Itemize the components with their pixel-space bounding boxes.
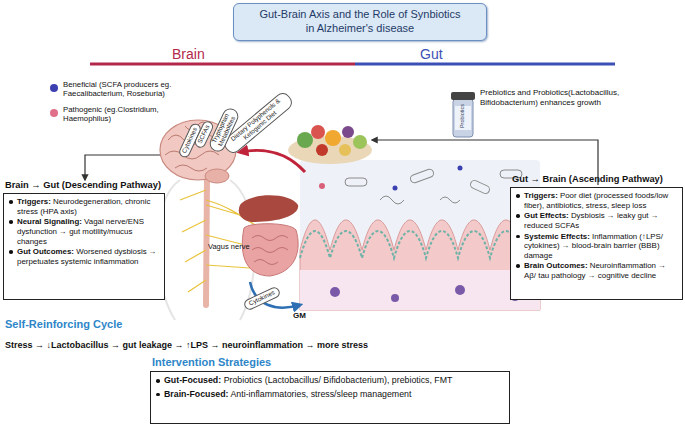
bullet-text: Neural Signaling: Vagal nerve/ENS dysfun…: [8, 217, 160, 246]
bottle-label: Probiotics: [459, 86, 465, 146]
bullet-text: Gut Effects: Dysbiosis → leaky gut → red…: [515, 211, 678, 230]
bullet-text: Brain-Focused: Anti-inflammatories, stre…: [155, 389, 505, 400]
food-drawing: [288, 125, 372, 164]
legend: Beneficial (SCFA producers eg. Faecaliba…: [50, 80, 200, 129]
pathway-box: Gut → Brain (Ascending Pathway)Triggers:…: [510, 187, 683, 300]
bullet-text: Gut-Focused: Probiotics (Lactobacillus/ …: [155, 375, 505, 386]
bullet-text: Brain Outcomes: Neuroinflammation → Aβ/ …: [515, 261, 678, 280]
box-heading: Gut → Brain (Ascending Pathway): [512, 174, 663, 185]
box-heading: Intervention Strategies: [152, 356, 271, 369]
title-box: Gut-Brain Axis and the Role of Synbiotic…: [233, 3, 487, 41]
bullet-text: Gut Outcomes: Worsened dysbiosis → perpe…: [8, 247, 160, 266]
gut-bar: [355, 63, 615, 66]
gut-lining: [300, 160, 540, 310]
note: Prebiotics and Probiotics(Lactobacillus,…: [480, 88, 642, 107]
nerve-label: Vagus nerve: [208, 242, 268, 251]
ascending-arrow: [240, 150, 305, 172]
legend-row: Pathogenic (eg.Clostridium, Haemophilus): [50, 105, 200, 124]
section-heading: Self-Reinforcing Cycle: [5, 318, 305, 330]
bullet-text: Triggers: Neurodegeneration, chronic str…: [8, 197, 160, 216]
pathway-box: Brain → Gut (Descending Pathway)Triggers…: [3, 193, 165, 300]
legend-text: Pathogenic (eg.Clostridium, Haemophilus): [63, 105, 159, 123]
legend-row: Beneficial (SCFA producers eg. Faecaliba…: [50, 80, 200, 99]
brain-bar: [90, 63, 355, 66]
legend-swatch: [50, 84, 58, 92]
legend-swatch: [50, 109, 58, 117]
bullet-text: Triggers: Poor diet (processed foods/low…: [515, 191, 678, 210]
organs: [239, 195, 298, 276]
box-heading: Brain → Gut (Descending Pathway): [5, 180, 161, 191]
descending-arrow: [85, 155, 160, 180]
intervention-box: Intervention StrategiesGut-Focused: Prob…: [150, 371, 510, 424]
gm-label: GM: [293, 311, 323, 320]
axis-label: Brain: [172, 46, 242, 62]
bullet-text: Systemic Effects: Inflammation (↑LPS/ cy…: [515, 232, 678, 261]
axis-label: Gut: [420, 46, 480, 62]
cycle-text: Stress → ↓Lactobacillus → gut leakage → …: [5, 340, 565, 350]
legend-text: Beneficial (SCFA producers eg. Faecaliba…: [63, 80, 171, 98]
